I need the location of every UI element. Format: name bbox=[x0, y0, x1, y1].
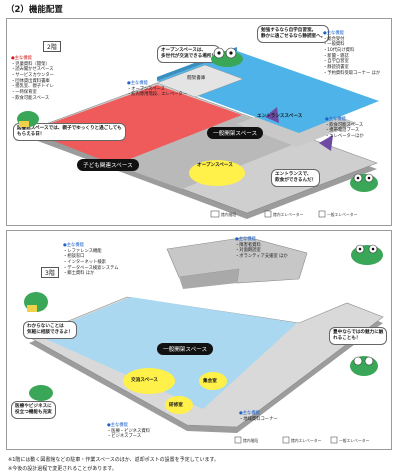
bubble-text: 医療やビジネスに 役立つ機能も充実 bbox=[15, 404, 52, 415]
general-space-label: 一般開架スペース bbox=[157, 343, 214, 355]
local-charm-bubble: 豊中ならではの魅力に触 れることも！ bbox=[329, 327, 388, 345]
list-item: ・飲食可能スペース bbox=[325, 122, 364, 128]
entrance-functions-list: ●主な機能 ・飲食可能スペース ・携帯電話ブース ・エレベーターほか bbox=[325, 117, 364, 140]
business-bubble: 医療やビジネスに 役立つ機能も充実 bbox=[11, 401, 56, 419]
accessibility-functions-list: ●主な機能 ・障害者資料 ・対面朗読室 ・ボランティア支援室 ほか bbox=[235, 237, 288, 260]
mascot-icon bbox=[350, 173, 378, 192]
bubble-text: わからないことは 気軽に相談できるよ！ bbox=[27, 324, 73, 335]
bubble-text: エントランスで、 飲食ができるんだ！ bbox=[275, 172, 317, 183]
list-title: ●主な機能 bbox=[323, 31, 344, 36]
list-item: ・地域資料コーナー bbox=[239, 416, 278, 422]
business-functions-list: ●主な機能 ・医療・ビジネス資料 ・ビジネスブース bbox=[107, 423, 150, 440]
list-item: ・飲食可能スペース bbox=[11, 95, 50, 101]
mascot-icon bbox=[29, 385, 53, 401]
list-item: ・予約資料受取コーナー ほか bbox=[323, 70, 381, 76]
floor-2-panel: 2階 ●主な機能 ・児童資料（開架） ・読み聞かせスペース ・サービスカウンター… bbox=[6, 18, 392, 226]
study-bubble: 勉強するなら自学自習室。 静かに過ごせるなら静読室へ。 bbox=[257, 25, 330, 43]
legend-stairs: 館内階段 bbox=[243, 438, 259, 443]
general-functions-list: ●主な機能 ・総合受付 ・一般資料 ・10代向け資料 ・新聞・雑誌 ・自学自習室… bbox=[323, 31, 380, 76]
mascot-icon bbox=[24, 292, 48, 312]
list-title: ●主な機能 bbox=[63, 243, 84, 248]
list-title: ●主な機能 bbox=[11, 56, 32, 61]
list-item: ・ボランティア支援室 ほか bbox=[235, 254, 288, 260]
list-item: ・10代向け資料 bbox=[323, 48, 355, 54]
mascot-icon bbox=[211, 47, 243, 67]
bubble-text: 豊中ならではの魅力に触 れることも！ bbox=[333, 330, 384, 341]
list-item: ・レファレンス機能 bbox=[63, 248, 102, 254]
legend-elevator: 館内エレベーター bbox=[273, 212, 304, 217]
floor-3-panel: 3階 ●主な機能 ・レファレンス機能 ・相談窓口 ・インターネット検索 ・データ… bbox=[6, 230, 392, 450]
list-item: ・インターネット検索 bbox=[63, 260, 106, 266]
entrance-space-label: エントランススペース bbox=[257, 114, 303, 119]
consultation-bubble: わからないことは 気軽に相談できるよ！ bbox=[23, 321, 77, 339]
kids-functions-list: ●主な機能 ・児童資料（開架） ・読み聞かせスペース ・サービスカウンター ・団… bbox=[11, 56, 54, 101]
list-title: ●主な機能 bbox=[127, 81, 148, 86]
list-item: ・静読読書室 bbox=[323, 65, 349, 71]
list-item: ・一時保育室 bbox=[11, 90, 37, 96]
list-item: ・障害者資料 bbox=[235, 242, 261, 248]
list-title: ●主な機能 bbox=[239, 411, 260, 416]
list-title: ●主な機能 bbox=[235, 237, 256, 242]
footnote: ※1階には動く図書館などの駐車・作業スペースのほか、返却ポストの設置を予定してい… bbox=[8, 457, 220, 463]
entrance-bubble: エントランスで、 飲食ができるんだ！ bbox=[271, 169, 321, 187]
bubble-text: 勉強するなら自学自習室。 静かに過ごせるなら静読室へ。 bbox=[261, 28, 326, 39]
meeting-room-label: 集会室 bbox=[203, 379, 217, 384]
list-item: ・サービスカウンター bbox=[11, 73, 54, 79]
footnote: ※今後の設計過程で変更されることがあります。 bbox=[8, 466, 117, 472]
list-item: ・新聞・雑誌 bbox=[323, 53, 349, 59]
list-item: ・オープンスペース ・館内専用階段、エレベーター bbox=[127, 86, 188, 98]
general-space-label: 一般開架スペース bbox=[207, 127, 264, 139]
list-item: ・一般資料 bbox=[323, 42, 345, 48]
local-functions-list: ●主な機能 ・地域資料コーナー bbox=[239, 411, 278, 422]
training-room-label: 研修室 bbox=[169, 403, 183, 408]
list-item: ・医療・ビジネス資料 bbox=[107, 428, 150, 434]
list-item: ・ビジネスブース bbox=[107, 434, 142, 440]
floor-tag: 3階 bbox=[41, 267, 59, 278]
list-item: ・読み聞かせスペース bbox=[11, 67, 54, 73]
list-item: ・相談窓口 bbox=[63, 254, 85, 260]
library-bubble: 図書館スペースでは、親子でゆっくりと過ごしても もらえる日！ bbox=[13, 123, 126, 141]
floor-tag: 2階 bbox=[43, 41, 61, 52]
list-item: ・エレベーターほか bbox=[325, 134, 364, 140]
list-item: ・自学自習室 bbox=[323, 59, 349, 65]
list-title: ●主な機能 bbox=[325, 117, 346, 122]
list-item: ・データベース検索システム bbox=[63, 265, 119, 271]
reference-functions-list: ●主な機能 ・レファレンス機能 ・相談窓口 ・インターネット検索 ・データベース… bbox=[63, 243, 119, 277]
list-item: ・授乳室、親子トイレ bbox=[11, 84, 54, 90]
section-heading: （2）機能配置 bbox=[6, 5, 63, 15]
kids-area-zone bbox=[29, 85, 242, 165]
list-item: ・総合受付 bbox=[323, 36, 345, 42]
legend-public-elevator: 一般エレベーター bbox=[339, 438, 370, 443]
list-item: ・携帯電話ブース bbox=[325, 128, 360, 134]
list-item: ・対面朗読室 bbox=[235, 248, 261, 254]
list-item: ・児童資料（開架） bbox=[11, 61, 50, 67]
legend-stairs: 館内階段 bbox=[221, 212, 237, 217]
open-space-label: オープンスペース bbox=[197, 163, 233, 168]
mascot-icon bbox=[17, 111, 39, 127]
bubble-text: 図書館スペースでは、親子でゆっくりと過ごしても もらえる日！ bbox=[17, 126, 122, 137]
exchange-space-label: 交流スペース bbox=[131, 378, 159, 383]
list-item: ・郷土資料 ほか bbox=[63, 271, 95, 277]
legend-public-elevator: 一般エレベーター bbox=[327, 212, 358, 217]
list-title: ●主な機能 bbox=[107, 423, 128, 428]
mascot-icon bbox=[351, 244, 383, 265]
legend-elevator: 館内エレベーター bbox=[291, 438, 322, 443]
stack-room-label: 閲架書庫 bbox=[187, 76, 206, 81]
kids-space-label: 子ども関連スペース bbox=[77, 159, 139, 171]
elevator-functions-list: ●主な機能 ・オープンスペース ・館内専用階段、エレベーター bbox=[127, 81, 187, 98]
list-item: ・団体貸出資料書庫 bbox=[11, 78, 50, 84]
mascot-icon bbox=[350, 356, 378, 376]
bubble-text: オープンスペースは、 多世代が交流できる場所！ bbox=[161, 48, 217, 59]
